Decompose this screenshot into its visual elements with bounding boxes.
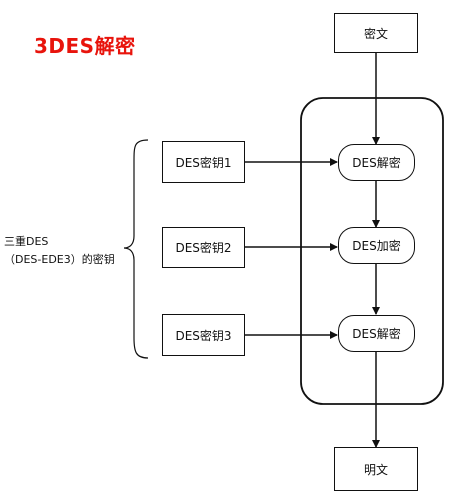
ciphertext-box: 密文 bbox=[334, 13, 418, 53]
key-group-label-line2: （DES-EDE3）的密钥 bbox=[4, 253, 115, 266]
key-group-label-line1: 三重DES bbox=[4, 235, 49, 248]
ciphertext-label: 密文 bbox=[363, 26, 388, 41]
stage2-label: DES加密 bbox=[352, 239, 401, 253]
key-group-brace bbox=[123, 139, 149, 359]
stage-container bbox=[300, 97, 444, 405]
key1-box: DES密钥1 bbox=[162, 141, 245, 183]
key3-label: DES密钥3 bbox=[175, 328, 232, 343]
key3-box: DES密钥3 bbox=[162, 314, 245, 356]
stage2-encrypt: DES加密 bbox=[338, 227, 415, 264]
key-group-label: 三重DES （DES-EDE3）的密钥 bbox=[4, 233, 115, 269]
plaintext-box: 明文 bbox=[334, 447, 418, 491]
plaintext-label: 明文 bbox=[363, 462, 388, 477]
key2-label: DES密钥2 bbox=[175, 241, 232, 255]
key1-label: DES密钥1 bbox=[175, 155, 232, 170]
key2-box: DES密钥2 bbox=[162, 227, 245, 268]
stage1-decrypt: DES解密 bbox=[338, 144, 415, 181]
stage1-label: DES解密 bbox=[352, 156, 401, 170]
stage3-label: DES解密 bbox=[352, 327, 401, 341]
stage3-decrypt: DES解密 bbox=[338, 315, 415, 352]
diagram-title: 3DES解密 bbox=[34, 34, 136, 58]
